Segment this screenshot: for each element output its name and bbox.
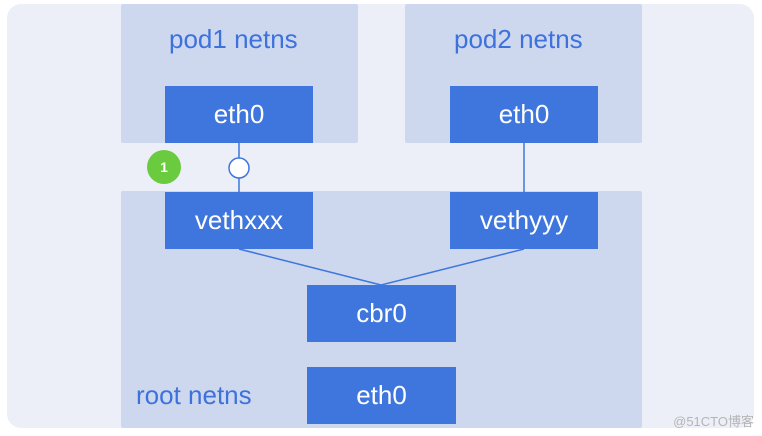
- pod2-netns-label: pod2 netns: [454, 24, 583, 54]
- cbr0-box: cbr0: [307, 285, 456, 342]
- vethxxx-bridge-link: [238, 248, 382, 286]
- vethyyy-box: vethyyy: [450, 192, 598, 249]
- vethyyy-bridge-link: [380, 248, 525, 286]
- vethxxx-box: vethxxx: [165, 192, 313, 249]
- root-netns-label: root netns: [136, 380, 252, 410]
- root-eth0-box: eth0: [307, 367, 456, 424]
- watermark-text: @51CTO博客: [673, 414, 754, 429]
- pod1-eth0-box: eth0: [165, 86, 313, 143]
- step-number-badge: 1: [147, 150, 181, 184]
- pod2-eth0-box: eth0: [450, 86, 598, 143]
- link-fault-marker: [228, 157, 250, 179]
- pod1-netns-label: pod1 netns: [169, 24, 298, 54]
